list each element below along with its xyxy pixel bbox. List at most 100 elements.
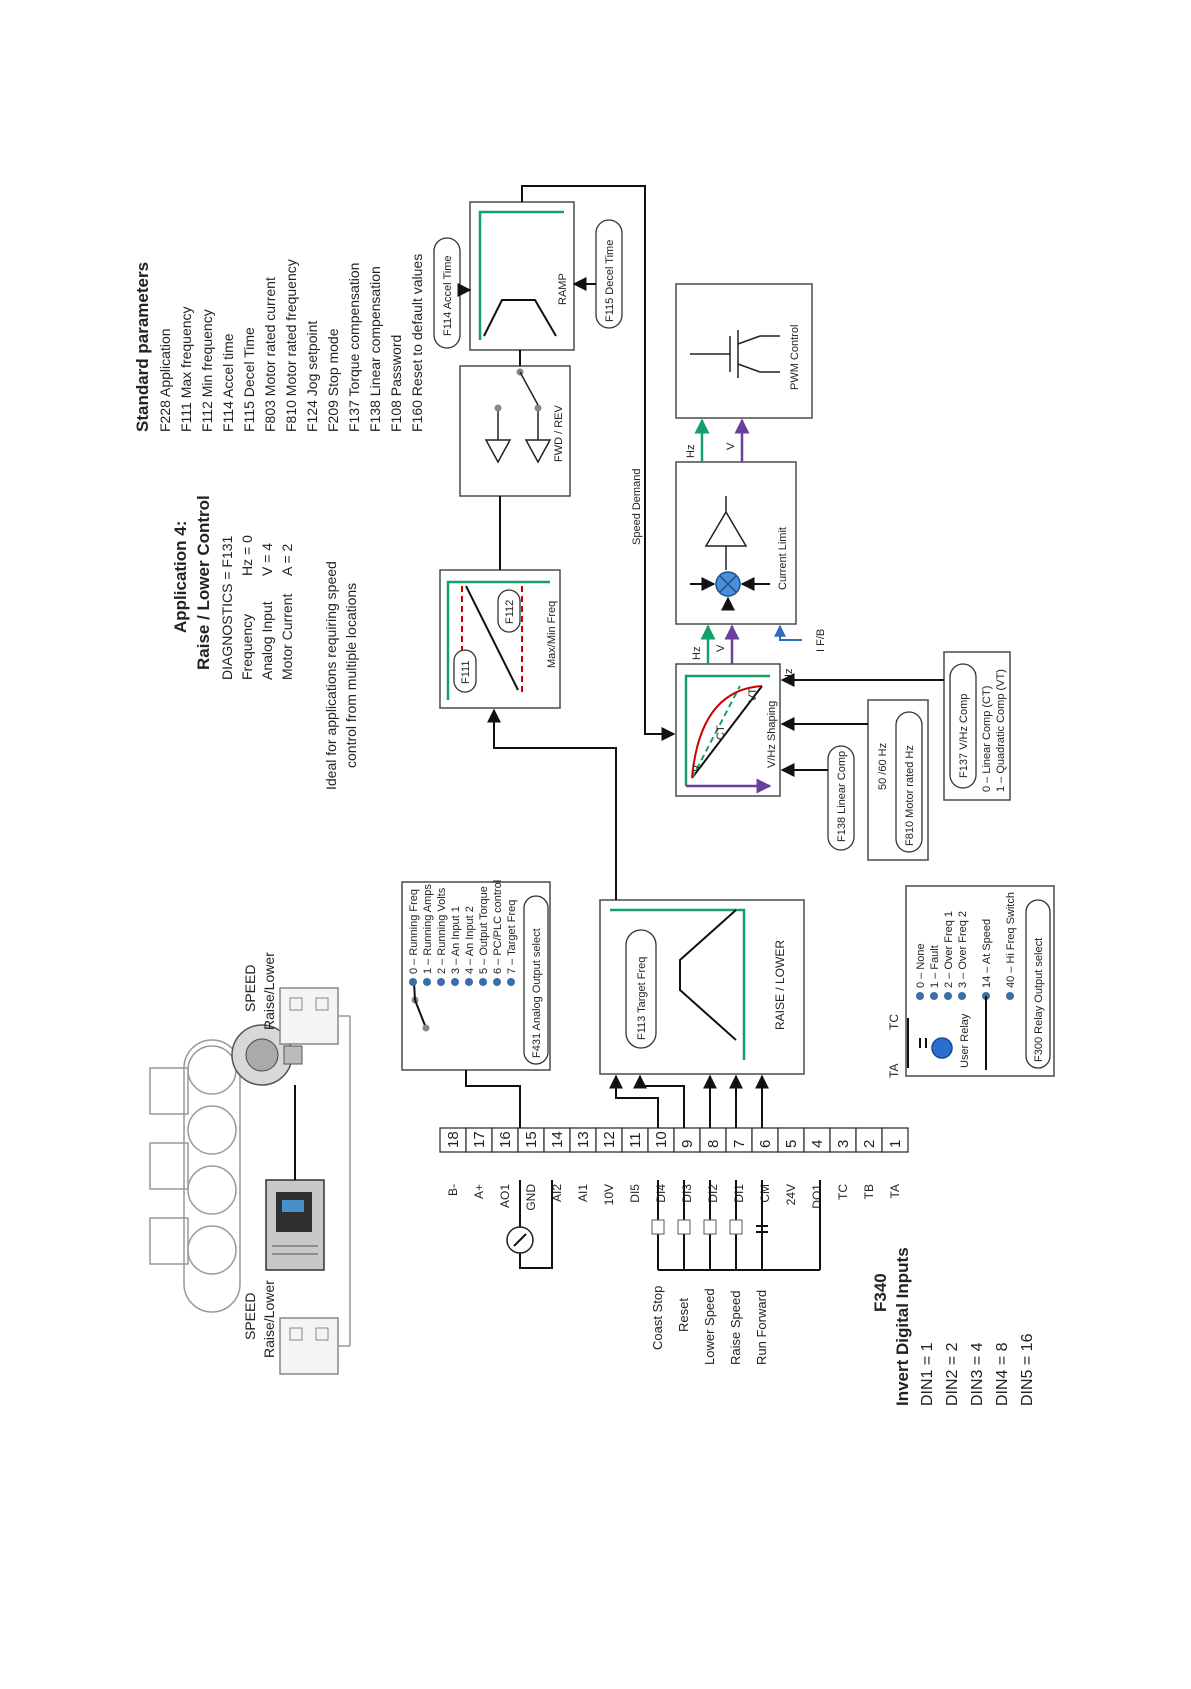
conveyor-box <box>149 1067 189 1115</box>
analog-option: 5 – Output Torque <box>478 886 490 974</box>
option-dot <box>423 978 431 986</box>
option-dot <box>916 992 924 1000</box>
terminal-label: TB <box>862 1184 876 1199</box>
terminal-number: 3 <box>835 1140 852 1148</box>
param-item: F810 Motor rated frequency <box>283 259 299 432</box>
fwd-rev-box <box>459 365 571 497</box>
option-dot <box>958 992 966 1000</box>
vhz-axis <box>684 674 770 786</box>
application-title: Application 4: <box>171 521 190 633</box>
tc-label: TC <box>887 1014 901 1030</box>
drive-unit-icon <box>265 1179 325 1271</box>
speed-demand-label: Speed Demand <box>631 469 643 545</box>
conveyor-illustration: SPEED Raise/Lower SPEED Raise/Lower <box>149 952 351 1375</box>
terminal-number: 18 <box>445 1131 462 1148</box>
terminal-label: CM <box>758 1184 772 1203</box>
conveyor-roller <box>187 1045 237 1095</box>
f112-label: F112 <box>504 600 516 624</box>
conveyor-roller <box>187 1165 237 1215</box>
param-item: F114 Accel time <box>220 333 236 432</box>
terminal-label: DI1 <box>732 1184 746 1203</box>
maxmin-label: Max/Min Freq <box>546 601 558 668</box>
hz-label: Hz <box>685 445 697 458</box>
motor-icon <box>231 1024 303 1086</box>
speed-demand-line <box>521 185 676 741</box>
relay-coil-icon <box>931 1037 953 1059</box>
terminal-number: 10 <box>653 1131 670 1148</box>
option-dot <box>930 992 938 1000</box>
f137-pill <box>949 663 977 789</box>
f810-box <box>867 699 929 861</box>
input-label: Raise Speed <box>728 1291 743 1365</box>
option-dot <box>944 992 952 1000</box>
terminal-cell <box>543 1127 571 1153</box>
speed-label: SPEED <box>242 965 258 1012</box>
terminal-label: DI2 <box>706 1184 720 1203</box>
raise-lower-label: Raise/Lower <box>261 952 277 1030</box>
param-item: F138 Linear compensation <box>367 266 383 432</box>
terminal-number: 6 <box>757 1140 774 1148</box>
option-dot <box>451 978 459 986</box>
diag-value: Hz = 0 <box>239 535 255 576</box>
terminal-label: AI1 <box>576 1184 590 1202</box>
terminal-number: 9 <box>679 1140 696 1148</box>
v-label: V <box>725 442 737 450</box>
maxmin-axis <box>446 580 550 700</box>
f431-pill <box>523 895 549 1065</box>
relay-option: 3 – Over Freq 2 <box>957 911 969 988</box>
input-switches: Coast Stop Reset Lower Speed Raise Speed… <box>650 1180 821 1365</box>
switch-icon <box>703 1219 717 1235</box>
input-label: Reset <box>676 1298 691 1332</box>
param-item: F115 Decel Time <box>241 327 257 432</box>
raise-lower-box <box>599 899 805 1075</box>
vhz-box <box>675 663 781 797</box>
decel-time-label: F115 Decel Time <box>604 240 616 322</box>
decel-time-pill <box>595 219 623 329</box>
v-label: V <box>715 644 727 652</box>
f340-label: F340 <box>871 1273 890 1312</box>
diag-label: Frequency <box>239 614 255 680</box>
analog-option: 4 – An Input 2 <box>464 906 476 974</box>
diag-label: Analog Input <box>259 601 275 680</box>
standard-parameters-title: Standard parameters <box>133 262 152 432</box>
switch-icon <box>729 1219 743 1235</box>
ao1-line <box>465 1070 521 1128</box>
invert-item: DIN5 = 16 <box>1019 1333 1036 1406</box>
relay-option: 2 – Over Freq 1 <box>943 911 955 988</box>
analog-option: 7 – Target Freq <box>506 900 518 974</box>
terminal-number: 13 <box>575 1131 592 1148</box>
speed-pendant-bottom: SPEED Raise/Lower <box>242 1280 339 1375</box>
terminal-number: 8 <box>705 1140 722 1148</box>
terminal-number: 14 <box>549 1131 566 1148</box>
fwd-rev-block: FWD / REV <box>459 365 571 497</box>
accel-time-label: F114 Accel Time <box>442 256 454 337</box>
terminal-label: DI4 <box>654 1184 668 1203</box>
amplifier-icon <box>704 510 748 547</box>
terminal: 18B- <box>439 1127 467 1196</box>
option-dot <box>493 978 501 986</box>
relay-option: 40 – Hi Freq Switch <box>1005 892 1017 988</box>
analog-output-box <box>401 881 551 1071</box>
speed-label: SPEED <box>242 1293 258 1340</box>
param-item: F137 Torque compensation <box>346 263 362 432</box>
terminal: 6CM <box>751 1127 779 1203</box>
f113-label: F113 Target Freq <box>636 957 648 1040</box>
param-item: F108 Password <box>388 335 404 432</box>
current-limit-box <box>675 461 797 625</box>
terminal-cell <box>881 1127 909 1153</box>
relay-output-block: TA TC User Relay 0 – None 1 – Fault 2 – … <box>887 885 1055 1078</box>
analog-option: 3 – An Input 1 <box>450 906 462 974</box>
terminal-cell <box>699 1127 727 1153</box>
switch-icon <box>651 1219 665 1235</box>
terminal-number: 16 <box>497 1131 514 1148</box>
invert-item: DIN3 = 4 <box>969 1342 986 1406</box>
ta-label: TA <box>887 1064 901 1078</box>
terminal-number: 5 <box>783 1140 800 1148</box>
f138-pill <box>827 745 855 851</box>
relay-option: 14 – At Speed <box>981 919 993 988</box>
